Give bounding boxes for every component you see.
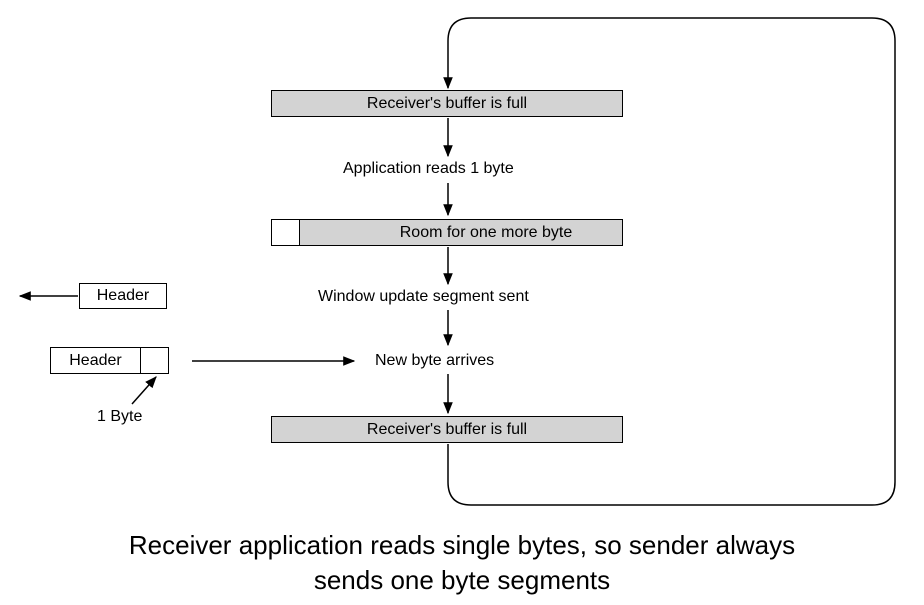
buffer-full-box-bottom: Receiver's buffer is full (271, 416, 623, 443)
buffer-full-box-top: Receiver's buffer is full (271, 90, 623, 117)
one-byte-label: 1 Byte (97, 408, 143, 425)
new-byte-label: New byte arrives (375, 352, 495, 369)
header-out-label: Header (96, 287, 150, 304)
caption-line-1: Receiver application reads single bytes,… (128, 530, 796, 560)
app-reads-label: Application reads 1 byte (343, 160, 514, 177)
header-in-segment: Header (50, 347, 141, 374)
header-out-segment: Header (79, 283, 167, 309)
header-in-label: Header (69, 351, 122, 369)
buffer-full-label-bottom: Receiver's buffer is full (366, 420, 528, 438)
empty-byte-slot (271, 219, 300, 246)
data-byte-slot (140, 347, 169, 374)
room-box: Room for one more byte (299, 219, 623, 246)
loop-line (443, 17, 896, 506)
caption-line-2: sends one byte segments (313, 565, 611, 595)
room-label: Room for one more byte (399, 223, 573, 241)
window-update-label: Window update segment sent (318, 288, 529, 305)
byte-pointer-arrow (131, 376, 157, 405)
buffer-full-label-top: Receiver's buffer is full (366, 94, 528, 112)
